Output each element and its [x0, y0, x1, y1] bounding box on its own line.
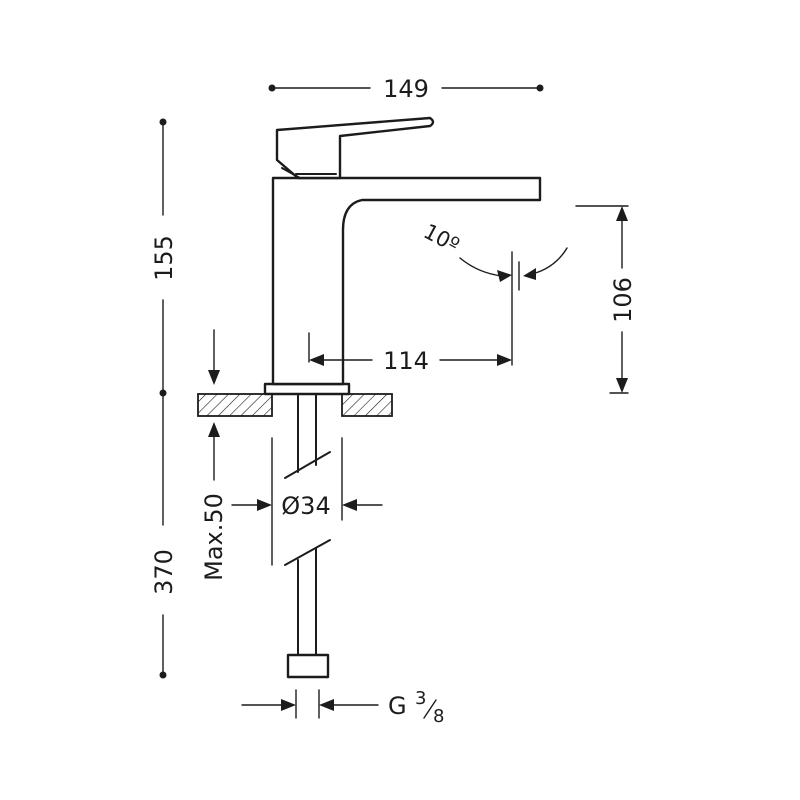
dimension-hose-length-label: 370 [150, 549, 178, 595]
dimension-connection-prefix: G [388, 692, 407, 720]
dimension-deck-thickness: Max.50 [200, 329, 228, 581]
dimension-hose-length: 370 [150, 392, 178, 679]
dimension-reach-label: 114 [383, 347, 429, 375]
dimension-connection: G 3 8 [241, 688, 444, 727]
dimension-height-faucet: 155 [150, 118, 178, 397]
dimension-height-spout: 106 [575, 205, 637, 394]
faucet-spout [271, 176, 542, 386]
dimension-connection-denominator: 8 [433, 706, 444, 727]
dimension-reach: 114 [308, 251, 513, 375]
hose-connector-nut [286, 653, 330, 679]
dimension-width-label: 149 [383, 75, 429, 103]
dimension-width-top: 149 [268, 75, 544, 103]
supply-hose [284, 393, 331, 679]
dimension-hole-diameter: Ø34 [231, 437, 383, 566]
faucet-base-plate [263, 382, 351, 396]
dimension-angle: 10º [420, 219, 568, 291]
dimension-hole-diameter-label: Ø34 [281, 492, 330, 520]
countertop-section [197, 393, 393, 417]
dimension-height-spout-label: 106 [609, 277, 637, 323]
dimension-height-faucet-label: 155 [150, 235, 178, 281]
faucet-lever [275, 116, 435, 180]
dimension-connection-numerator: 3 [415, 688, 426, 709]
dimension-deck-thickness-label: Max.50 [200, 493, 228, 581]
dimension-angle-label: 10º [420, 219, 464, 257]
faucet-body [263, 116, 542, 396]
